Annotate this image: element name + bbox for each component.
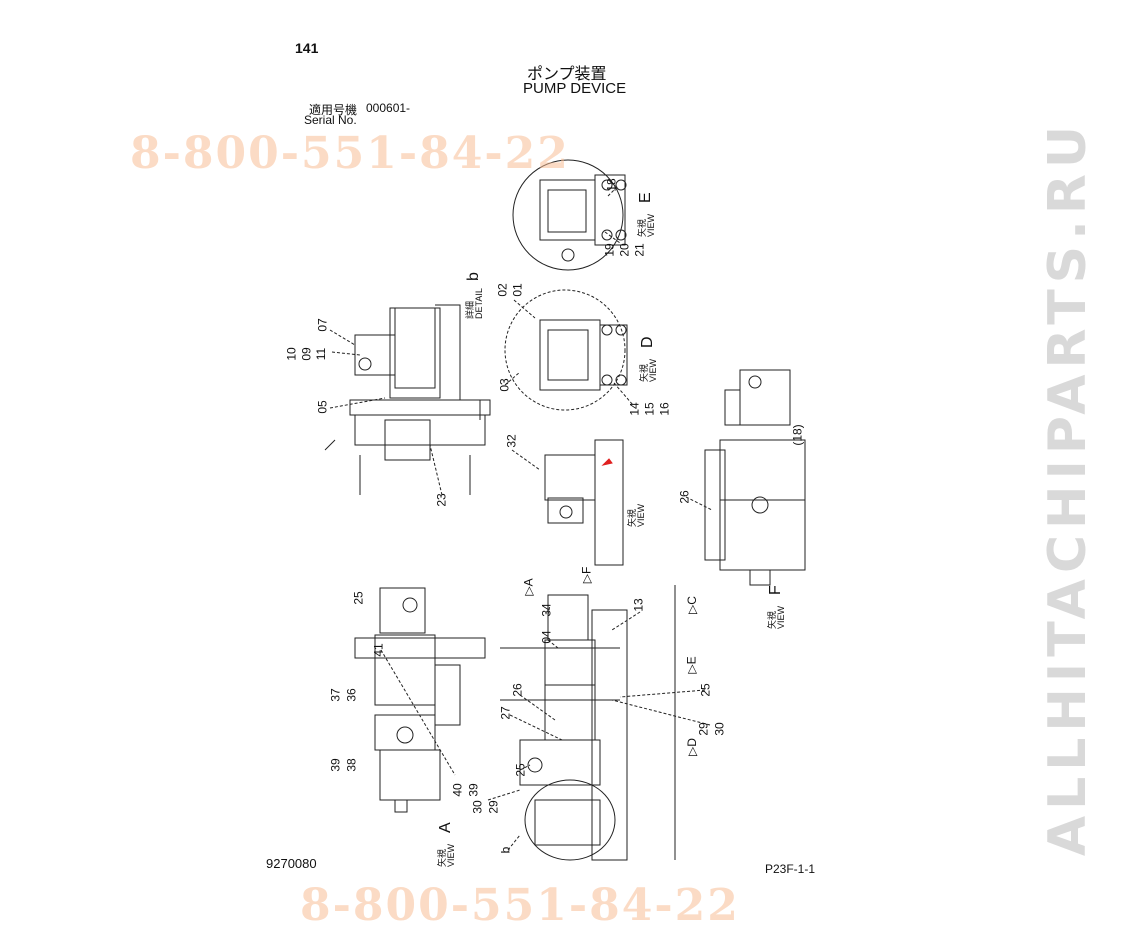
callout: 25 [513, 763, 528, 777]
serial-label-en: Serial No. [304, 113, 357, 127]
triangle-icon: ▷ [684, 604, 699, 614]
view-letter: D [639, 336, 656, 348]
callout: 26 [677, 490, 692, 504]
callout: 04 [539, 630, 554, 644]
arrow-letter: D [684, 738, 699, 747]
arrow-letter: F [579, 566, 594, 575]
arrow-marker-f: ▷F [579, 567, 593, 584]
view-d-label: 矢視 VIEW D [637, 332, 661, 382]
arrow-marker-d: ▷D [685, 738, 699, 756]
center-bracket [544, 439, 624, 566]
arrow-letter: E [684, 656, 699, 665]
callout: 18 [604, 178, 619, 192]
callout: 21 [632, 243, 647, 257]
detail-letter: b [465, 272, 482, 281]
detail-b-label: 詳細 DETAIL b [463, 269, 487, 319]
view-e-label: 矢視 VIEW E [635, 187, 659, 237]
callout: 10 [284, 347, 299, 361]
callout: 19 [602, 243, 617, 257]
serial-label-jp: 適用号機 [309, 103, 358, 117]
view-en: VIEW [646, 213, 656, 237]
view-en: VIEW [636, 503, 646, 527]
callout: 36 [344, 688, 359, 702]
callout: 07 [315, 318, 330, 332]
view-en: VIEW [648, 358, 658, 382]
detail-en: DETAIL [474, 288, 484, 319]
callout: b [498, 846, 513, 854]
view-d-flange [504, 289, 628, 411]
arrow-marker-c: ▷C [685, 596, 699, 614]
view-a-label: 矢視 VIEW A [435, 817, 459, 867]
view-en: VIEW [776, 605, 786, 629]
phone-watermark: 8-800-551-84-22 [300, 880, 740, 931]
serial-value: 000601- [366, 101, 411, 115]
view-f-assembly [704, 369, 806, 586]
triangle-icon: ▷ [684, 664, 699, 674]
arrow-letter: A [521, 578, 536, 587]
callout: 41 [371, 643, 386, 657]
view-e-flange [512, 159, 627, 271]
triangle-icon: ▷ [521, 586, 536, 596]
callout: 39 [328, 758, 343, 772]
callout: 09 [299, 347, 314, 361]
detail-b-assembly [324, 304, 491, 495]
callout: 03 [497, 378, 512, 392]
title-japanese: ポンプ装置 [527, 66, 607, 83]
view-f-label: 矢視 VIEW F [765, 579, 789, 629]
callout: 30 [470, 800, 485, 814]
view-a-assembly [354, 587, 486, 813]
callout: 25 [351, 591, 366, 605]
callout: (18) [790, 424, 805, 446]
callout: 02 [495, 283, 510, 297]
callout: 39 [466, 783, 481, 797]
callout: 27 [498, 706, 513, 720]
callout: 23 [434, 493, 449, 507]
callout: 34 [539, 603, 554, 617]
callout: 05 [315, 400, 330, 414]
callout: 26 [510, 683, 525, 697]
title-english: PUMP DEVICE [523, 80, 627, 97]
drawing-number: 9270080 [266, 856, 317, 871]
arrow-marker-a: ▷A [522, 578, 536, 595]
callout: 01 [510, 283, 525, 297]
view-letter: A [437, 822, 454, 833]
leader-lines [329, 185, 713, 851]
callout: 13 [631, 598, 646, 612]
callout: 11 [314, 347, 329, 361]
phone-watermark: 8-800-551-84-22 [130, 128, 570, 179]
callout: 15 [642, 402, 657, 416]
callout: 20 [617, 243, 632, 257]
triangle-icon: ▷ [684, 746, 699, 756]
callout: 16 [657, 402, 672, 416]
callout: 29 [696, 722, 711, 736]
callout: 14 [627, 402, 642, 416]
triangle-icon: ▷ [579, 574, 594, 584]
view-c-label: 矢視 VIEW [625, 487, 649, 527]
arrow-marker-e: ▷E [685, 656, 699, 673]
view-letter: E [637, 192, 654, 203]
callout: 37 [328, 688, 343, 702]
callout: 38 [344, 758, 359, 772]
view-en: VIEW [446, 843, 456, 867]
callout: 40 [450, 783, 465, 797]
callout: 25 [698, 683, 713, 697]
callout: 32 [504, 434, 519, 448]
callout: 29 [486, 800, 501, 814]
callout: 30 [712, 722, 727, 736]
main-pump-assembly [500, 594, 628, 861]
view-letter: F [767, 585, 784, 595]
page-code: P23F-1-1 [765, 862, 816, 876]
arrow-letter: C [684, 596, 699, 605]
site-watermark: ALLHITACHIPARTS.RU [1038, 119, 1099, 857]
page-number: 141 [295, 40, 319, 56]
